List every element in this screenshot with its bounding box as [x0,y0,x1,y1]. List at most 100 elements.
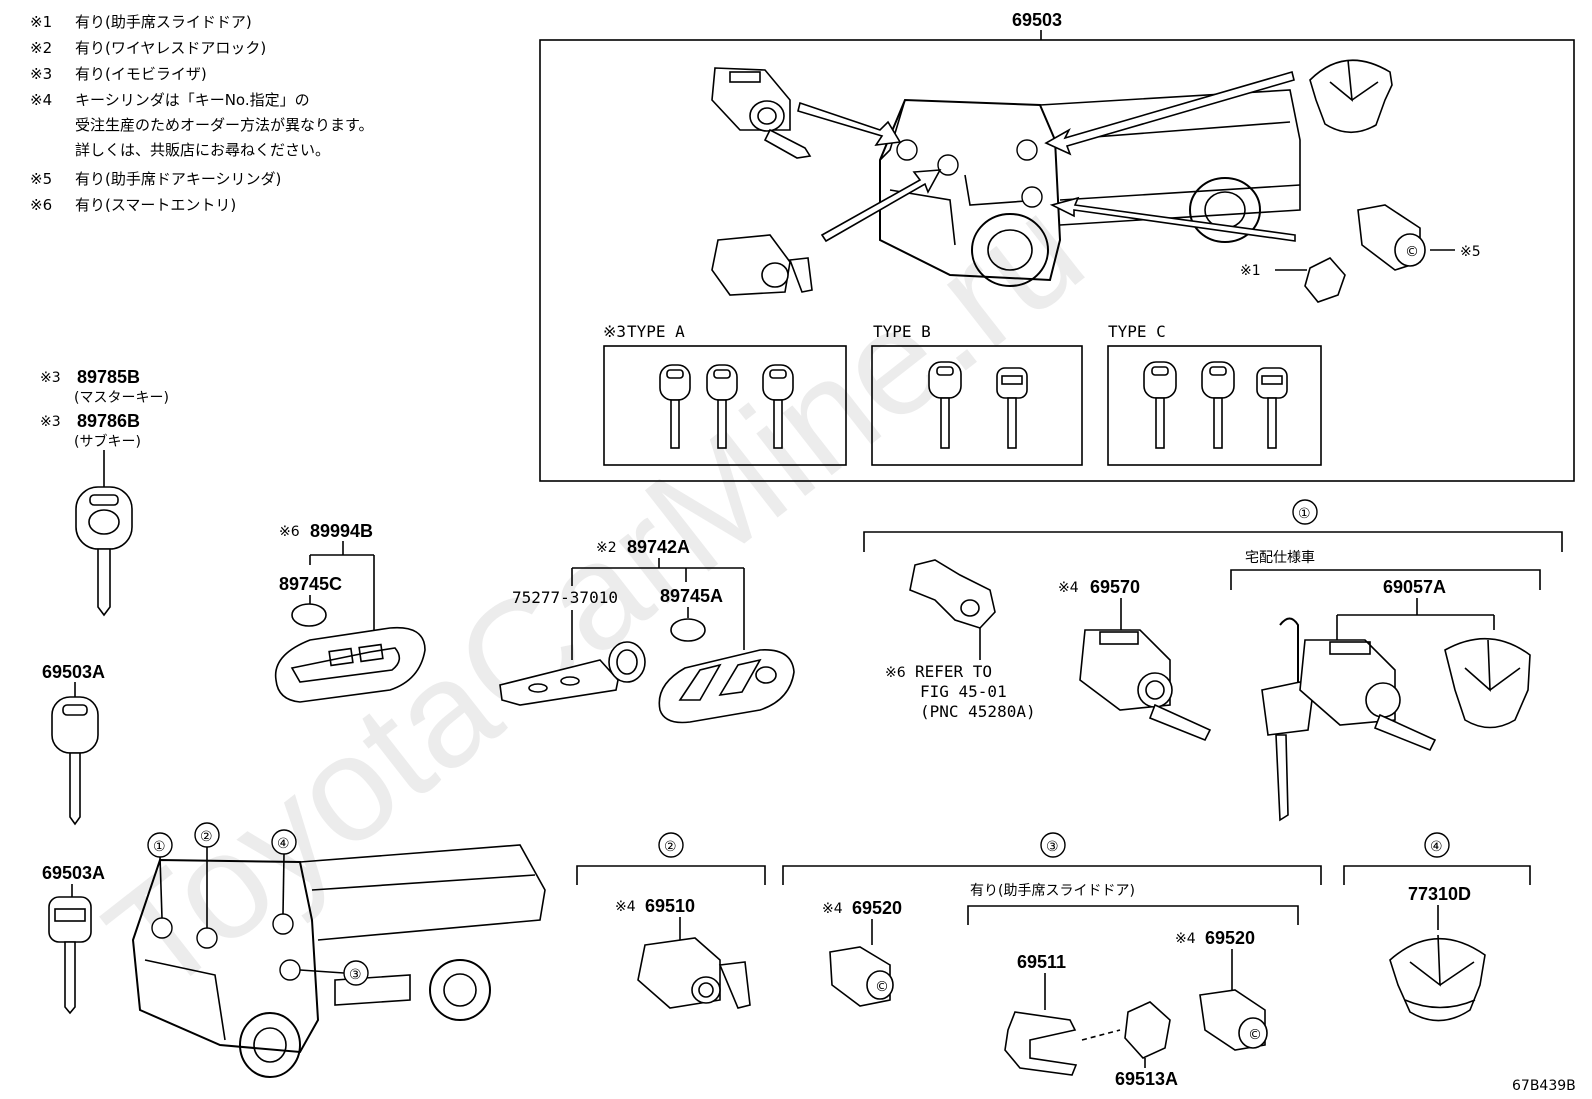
note-mark: ※2 [30,39,52,57]
fuel-cap-icon [1309,59,1393,134]
wireless-mark: ※2 [596,540,617,556]
note-text: 詳しくは、共販店にお尋ねください。 [75,141,330,159]
master-key-sub: (マスターキー) [74,390,169,406]
clip-icon [1004,1011,1078,1076]
group3-mark: ※4 [822,901,843,917]
part-label-69503A: 69503A [42,863,105,883]
svg-text:©: © [875,979,889,995]
group3-sub-mark: ※4 [1175,931,1196,947]
note-text: 有り(助手席ドアキーシリンダ) [75,170,281,188]
refer-line: REFER TO [915,662,992,681]
key-icon [51,696,99,826]
type-c-box [1107,345,1322,466]
part-label-69503: 69503 [1012,10,1062,30]
ignition-cylinder-icon [711,234,813,296]
note-text: 有り(イモビライザ) [75,65,207,83]
key-icons-types [659,361,1288,449]
type-label-a: TYPE A [627,322,685,341]
truck-illustration-top [879,89,1301,287]
group2-circle: ② [664,839,677,855]
master-key-icon [75,486,133,617]
cylinder-icon [711,67,812,159]
truck-callouts: ① ② ④ ③ [147,822,369,986]
note-mark: ※4 [30,91,52,109]
type-label-c: TYPE C [1108,322,1166,341]
part-label-89786B: 89786B [77,411,140,431]
part-label-89785B: 89785B [77,367,140,387]
top-set-frame [539,39,1575,482]
group2-bracket [576,865,766,885]
svg-text:©: © [1248,1027,1262,1043]
sub-key-sub: (サブキー) [74,433,141,450]
note-mark: ※1 [30,13,52,31]
callout-arrows [797,70,1296,243]
group3-subtitle: 有り(助手席スライドドア) [970,883,1135,899]
part-label-75277-37010: 75277-37010 [512,588,618,607]
group3-sub-bracket [967,905,1299,925]
part-label-89745A: 89745A [660,586,723,606]
part-label-69520: 69520 [1205,928,1255,948]
wireless-fob-icon [658,649,795,724]
door-cylinder-icon: © [829,946,894,1007]
note-mark: ※3 [30,65,52,83]
refer-line: FIG 45-01 [920,682,1007,701]
door-cylinder-icon [637,937,751,1009]
callout-circle [1292,499,1318,525]
fuel-cap-icon [1389,934,1486,1022]
group1-bracket [863,531,1563,552]
truck-callout: ④ [277,836,290,852]
truck-illustration-bottom [131,844,546,1078]
cyl-mark: ※4 [1058,580,1079,596]
smart-entry-sensor-icon [909,559,996,629]
lock-set-icon [1261,617,1531,822]
part-label-69511: 69511 [1017,952,1066,972]
callout-circle [1424,832,1450,858]
callout-circle [658,832,684,858]
part-label-69520: 69520 [852,898,902,918]
door-lock-cylinder-icon [1079,629,1212,742]
note-mark: ※5 [30,170,52,188]
door-cylinder-icon: © [1199,989,1268,1051]
part-label-69513A: 69513A [1115,1069,1178,1089]
note-text: 受注生産のためオーダー方法が異なります。 [75,116,374,134]
type-label-b: TYPE B [873,322,931,341]
type-mark: ※3 [603,322,626,341]
part-label-69057A: 69057A [1383,577,1446,597]
battery-icon [291,603,327,627]
group3-circle: ③ [1046,839,1059,855]
part-label-77310D: 77310D [1408,884,1471,904]
truck-callout: ② [200,829,213,845]
group1-sub-bracket [1230,569,1541,590]
master-key-mark: ※3 [40,370,61,386]
sub-key-mark: ※3 [40,414,61,430]
note-text: 有り(助手席スライドドア) [75,13,252,31]
svg-text:©: © [1405,244,1419,260]
key-icon [48,896,92,1015]
type-b-box [871,345,1083,466]
group2-mark: ※4 [615,899,636,915]
group1-subtitle: 宅配仕様車 [1245,549,1315,566]
part-label-69510: 69510 [645,896,695,916]
mark-1: ※1 [1240,263,1261,279]
part-label-89742A: 89742A [627,537,690,557]
refer-mark: ※6 [885,665,906,681]
notes-list: ※1 有り(助手席スライドドア) ※2 有り(ワイヤレスドアロック) ※3 有り… [30,13,374,214]
group4-bracket [1343,865,1531,885]
note-text: キーシリンダは「キーNo.指定」の [75,91,310,109]
smart-key-mark: ※6 [279,524,300,540]
part-label-69503A: 69503A [42,662,105,682]
group1-circle: ① [1298,506,1311,522]
part-label-69570: 69570 [1090,577,1140,597]
note-mark: ※6 [30,196,52,214]
type-a-box [603,345,847,466]
group4-circle: ④ [1430,839,1443,855]
figure-code: 67B439B [1512,1078,1576,1094]
smart-key-fob-icon [274,626,426,703]
refer-line: (PNC 45280A) [920,702,1036,721]
part-label-89745C: 89745C [279,574,342,594]
note-text: 有り(ワイヤレスドアロック) [75,39,266,57]
key-plate-icon [499,641,646,706]
truck-callout: ③ [349,967,362,983]
part-label-89994B: 89994B [310,521,373,541]
